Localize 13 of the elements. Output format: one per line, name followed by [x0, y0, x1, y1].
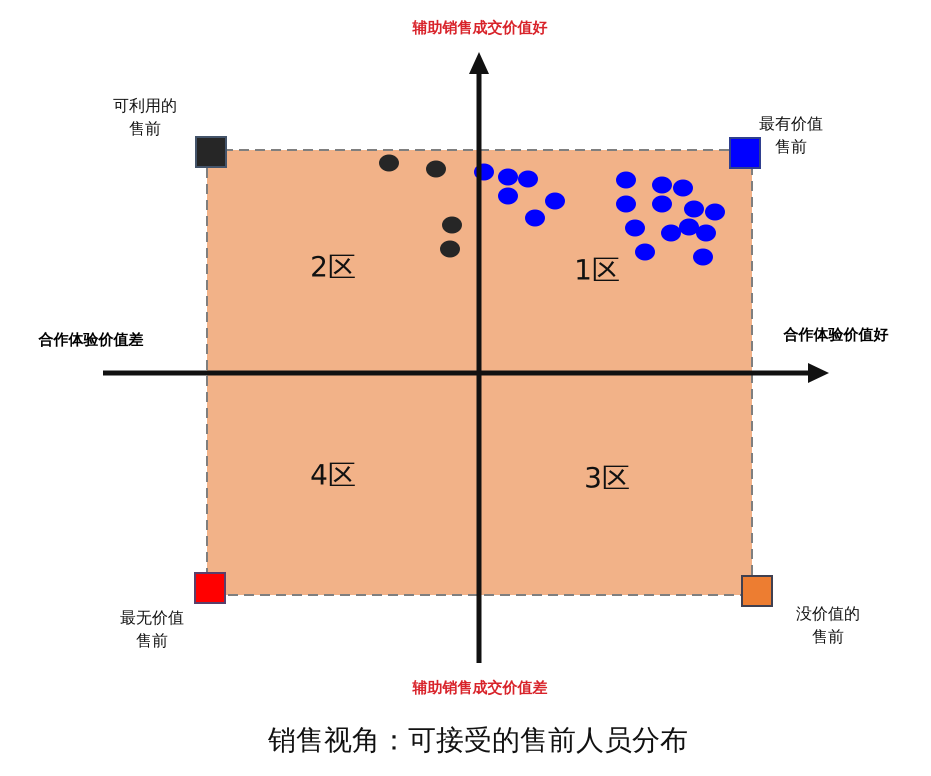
- axis-label: 辅助销售成交价值差: [412, 678, 548, 698]
- quadrant-label: 3区: [584, 460, 630, 496]
- corner-label: 可利用的售前: [112, 94, 178, 140]
- caption: 销售视角：可接受的售前人员分布: [268, 722, 688, 758]
- axis-label: 合作体验价值差: [38, 330, 144, 350]
- corner-label: 最有价值售前: [758, 112, 824, 158]
- quadrant-label: 1区: [574, 252, 620, 288]
- axis-label: 合作体验价值好: [784, 326, 888, 344]
- corner-label: 没价值的售前: [795, 602, 861, 648]
- quadrant-label: 4区: [310, 458, 356, 492]
- corner-label: 最无价值售前: [119, 606, 185, 652]
- quadrant-label: 2区: [310, 250, 356, 284]
- axis-label: 辅助销售成交价值好: [412, 18, 548, 38]
